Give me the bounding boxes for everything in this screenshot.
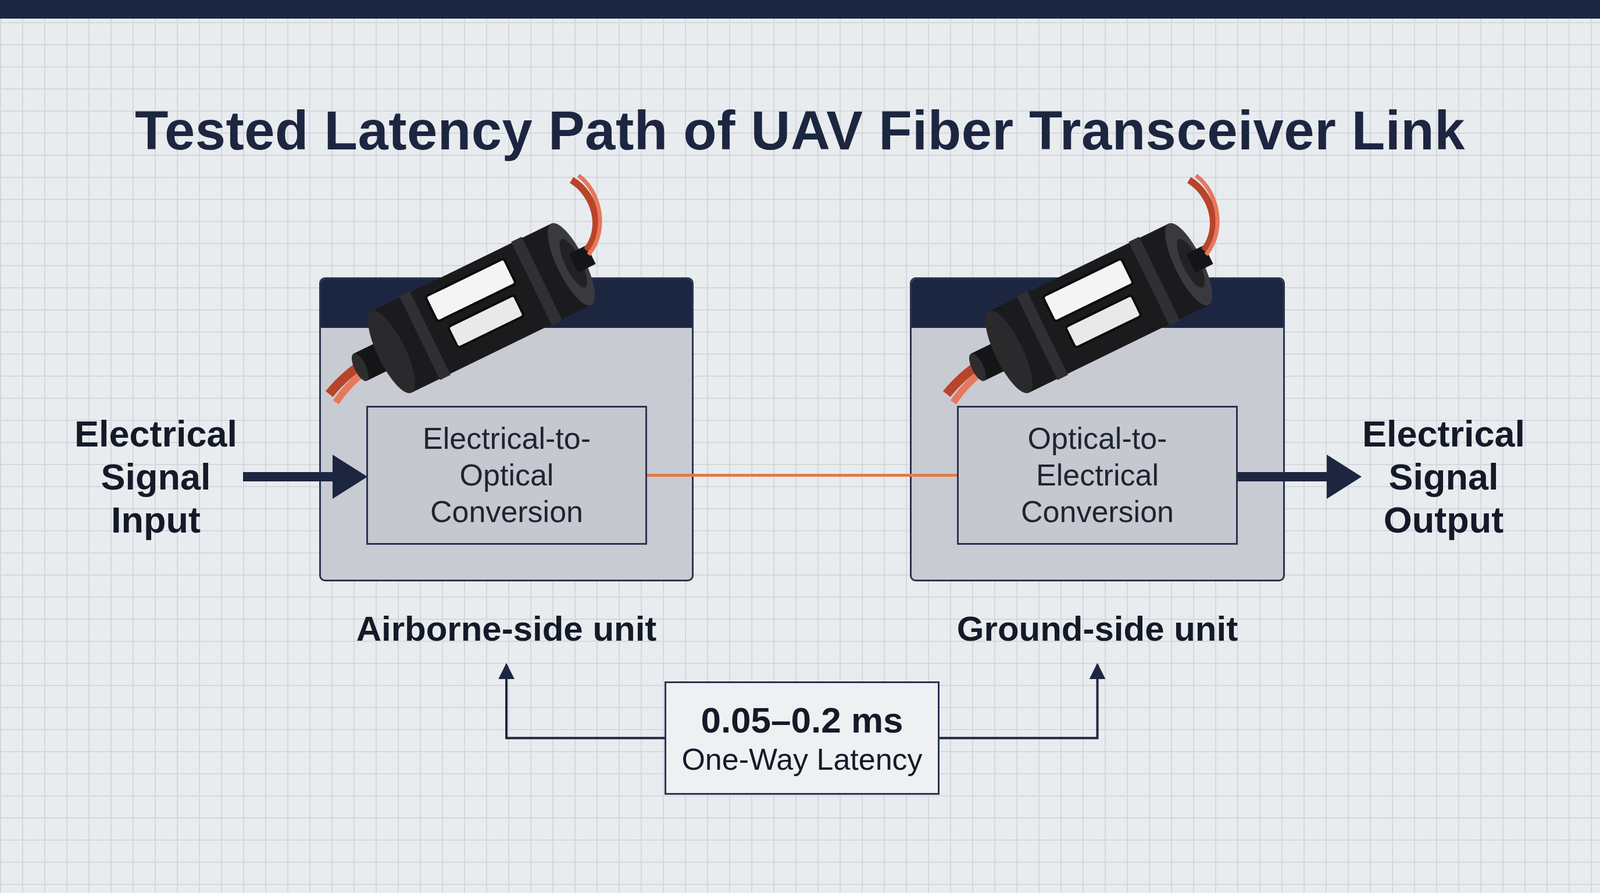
latency-value: 0.05–0.2 ms	[700, 699, 903, 742]
latency-caption: One-Way Latency	[681, 741, 923, 778]
conversion-box: Optical-to- Electrical Conversion	[956, 405, 1238, 545]
conversion-text: Electrical-to- Optical Conversion	[396, 420, 618, 531]
leader-arrow	[939, 664, 1098, 739]
panel-header	[911, 279, 1284, 328]
output-arrowhead	[1326, 454, 1362, 499]
unit-panel: Airborne-side unitElectrical-to- Optical…	[319, 277, 694, 582]
panel-header	[320, 279, 692, 328]
signal-label: Electrical Signal Input	[62, 412, 249, 542]
latency-box: 0.05–0.2 msOne-Way Latency	[664, 681, 940, 795]
conversion-box: Electrical-to- Optical Conversion	[366, 405, 648, 545]
diagram-title: Tested Latency Path of UAV Fiber Transce…	[0, 98, 1600, 163]
unit-label: Airborne-side unit	[262, 609, 750, 649]
unit-label: Ground-side unit	[853, 609, 1342, 649]
unit-panel: Ground-side unitOptical-to- Electrical C…	[909, 277, 1285, 582]
signal-label: Electrical Signal Output	[1350, 412, 1537, 542]
conversion-text: Optical-to- Electrical Conversion	[987, 420, 1209, 531]
leader-arrow	[506, 664, 665, 739]
top-bar	[0, 0, 1600, 19]
